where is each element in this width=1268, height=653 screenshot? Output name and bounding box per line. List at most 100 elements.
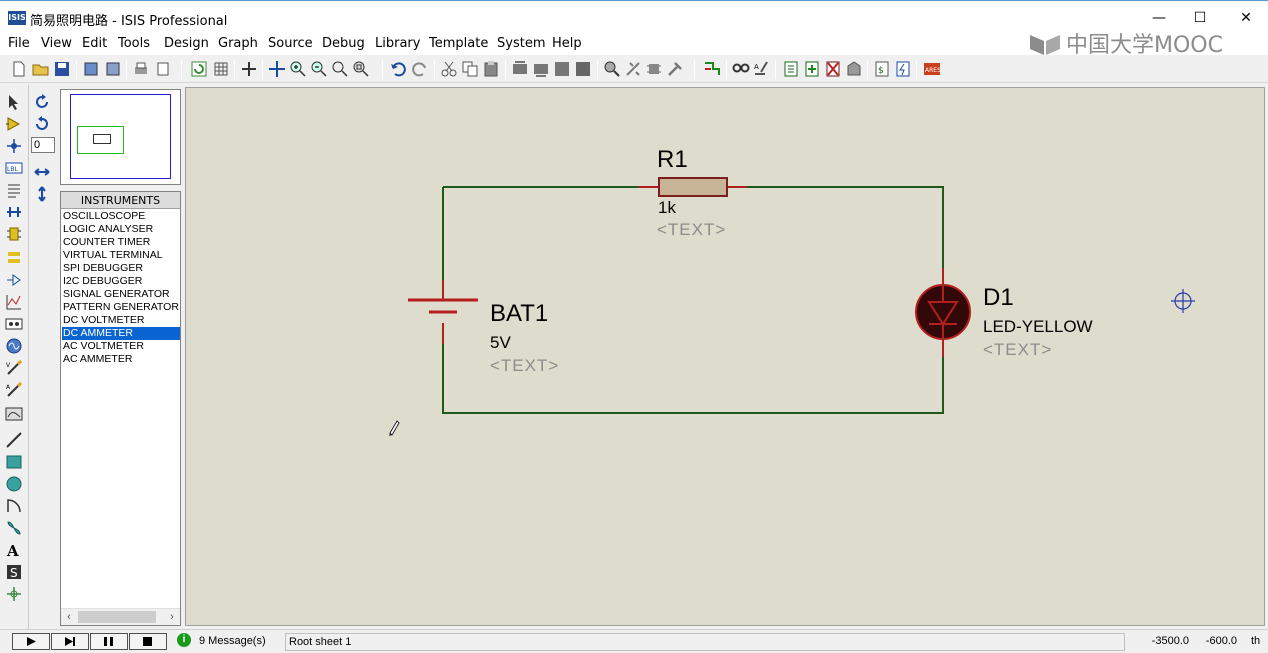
import-icon[interactable]	[82, 60, 100, 78]
origin-icon[interactable]	[240, 60, 258, 78]
remove-sheet-icon[interactable]	[824, 60, 842, 78]
maximize-button[interactable]: ☐	[1193, 10, 1207, 26]
subcircuit-mode-icon[interactable]	[5, 225, 23, 243]
list-item[interactable]: SIGNAL GENERATOR	[63, 288, 170, 300]
list-item[interactable]: OSCILLOSCOPE	[63, 210, 146, 222]
menu-library[interactable]: Library	[375, 36, 421, 51]
text-script-icon[interactable]	[5, 181, 23, 199]
circuit-wires[interactable]	[442, 186, 944, 414]
tape-recorder-icon[interactable]	[5, 315, 23, 333]
refresh-icon[interactable]	[190, 60, 208, 78]
resistor-r1[interactable]	[639, 177, 747, 197]
exit-to-parent-icon[interactable]	[845, 60, 863, 78]
arc-tool-icon[interactable]	[5, 497, 23, 515]
bill-of-materials-icon[interactable]: $	[873, 60, 891, 78]
paste-icon[interactable]	[482, 60, 500, 78]
block-move-icon[interactable]	[532, 60, 550, 78]
message-count[interactable]: 9 Message(s)	[199, 635, 266, 647]
closed-path-tool-icon[interactable]	[5, 519, 23, 537]
new-file-icon[interactable]	[10, 60, 28, 78]
cut-icon[interactable]	[440, 60, 458, 78]
voltage-probe-icon[interactable]: V	[5, 359, 23, 377]
property-tool-icon[interactable]: A	[753, 60, 771, 78]
zoom-in-icon[interactable]	[289, 60, 307, 78]
minimize-button[interactable]: —	[1152, 10, 1166, 26]
menu-help[interactable]: Help	[552, 36, 582, 51]
rotation-angle-input[interactable]: 0	[31, 137, 55, 153]
print-icon[interactable]	[132, 60, 150, 78]
block-rotate-icon[interactable]	[553, 60, 571, 78]
search-tag-icon[interactable]	[732, 60, 750, 78]
overview-window[interactable]	[60, 89, 181, 185]
scroll-left-icon[interactable]: ‹	[67, 611, 71, 623]
zoom-area-icon[interactable]	[352, 60, 370, 78]
undo-icon[interactable]	[389, 60, 407, 78]
play-button[interactable]	[12, 633, 50, 650]
list-item[interactable]: SPI DEBUGGER	[63, 262, 143, 274]
rotate-anticlockwise-icon[interactable]	[33, 115, 51, 133]
rotate-clockwise-icon[interactable]	[33, 93, 51, 111]
pick-device-icon[interactable]	[603, 60, 621, 78]
generator-mode-icon[interactable]	[5, 337, 23, 355]
electrical-check-icon[interactable]	[894, 60, 912, 78]
d1-text-label[interactable]: <TEXT>	[983, 340, 1053, 359]
instruments-horizontal-scrollbar[interactable]: ‹ ›	[61, 608, 180, 625]
bus-mode-icon[interactable]	[5, 203, 23, 221]
menu-edit[interactable]: Edit	[82, 36, 108, 51]
menu-tools[interactable]: Tools	[118, 36, 151, 51]
d1-reference-label[interactable]: D1	[983, 284, 1014, 311]
pause-button[interactable]	[90, 633, 128, 650]
stop-button[interactable]	[129, 633, 167, 650]
led-d1[interactable]	[915, 268, 971, 357]
mirror-horizontal-icon[interactable]	[33, 163, 51, 181]
device-pins-mode-icon[interactable]	[5, 271, 23, 289]
list-item[interactable]: AC VOLTMETER	[63, 340, 144, 352]
redo-icon[interactable]	[411, 60, 429, 78]
menu-graph[interactable]: Graph	[218, 36, 258, 51]
virtual-instrument-icon[interactable]	[5, 405, 23, 423]
mirror-vertical-icon[interactable]	[33, 185, 51, 203]
bat1-text-label[interactable]: <TEXT>	[490, 356, 560, 375]
print-area-icon[interactable]	[154, 60, 172, 78]
menu-source[interactable]: Source	[268, 36, 313, 51]
scroll-right-icon[interactable]: ›	[170, 611, 174, 623]
new-sheet-icon[interactable]	[782, 60, 800, 78]
d1-value-label[interactable]: LED-YELLOW	[983, 317, 1093, 336]
bat1-value-label[interactable]: 5V	[490, 333, 511, 352]
graph-mode-icon[interactable]	[5, 293, 23, 311]
r1-text-label[interactable]: <TEXT>	[657, 220, 727, 239]
wire-label-icon[interactable]: LBL	[5, 159, 23, 177]
copy-icon[interactable]	[461, 60, 479, 78]
block-copy-icon[interactable]	[511, 60, 529, 78]
zoom-out-icon[interactable]	[310, 60, 328, 78]
box-tool-icon[interactable]	[5, 453, 23, 471]
ares-icon[interactable]: ARES	[923, 60, 941, 78]
text-tool-icon[interactable]: A	[5, 541, 23, 559]
symbol-tool-icon[interactable]: S	[5, 563, 23, 581]
block-delete-icon[interactable]	[574, 60, 592, 78]
line-tool-icon[interactable]	[5, 431, 23, 449]
circle-tool-icon[interactable]	[5, 475, 23, 493]
pan-icon[interactable]	[268, 60, 286, 78]
open-folder-icon[interactable]	[32, 60, 50, 78]
list-item[interactable]: DC VOLTMETER	[63, 314, 145, 326]
save-icon[interactable]	[53, 60, 71, 78]
package-tool-icon[interactable]	[645, 60, 663, 78]
menu-system[interactable]: System	[497, 36, 546, 51]
terminals-mode-icon[interactable]	[5, 249, 23, 267]
component-mode-icon[interactable]	[5, 115, 23, 133]
menu-template[interactable]: Template	[429, 36, 489, 51]
menu-file[interactable]: File	[8, 36, 30, 51]
list-item[interactable]: VIRTUAL TERMINAL	[63, 249, 163, 261]
r1-reference-label[interactable]: R1	[657, 146, 688, 173]
export-icon[interactable]	[104, 60, 122, 78]
schematic-canvas[interactable]: R1 1k <TEXT> BAT1 5V <TEXT> D1 LED-YELLO…	[185, 87, 1265, 626]
units-indicator[interactable]: th	[1251, 635, 1261, 647]
list-item[interactable]: PATTERN GENERATOR	[63, 301, 179, 313]
battery-bat1[interactable]	[408, 280, 478, 344]
scrollbar-thumb[interactable]	[78, 611, 156, 623]
list-item[interactable]: AC AMMETER	[63, 353, 133, 365]
make-device-icon[interactable]	[624, 60, 642, 78]
selection-mode-icon[interactable]	[5, 93, 23, 111]
menu-view[interactable]: View	[41, 36, 72, 51]
